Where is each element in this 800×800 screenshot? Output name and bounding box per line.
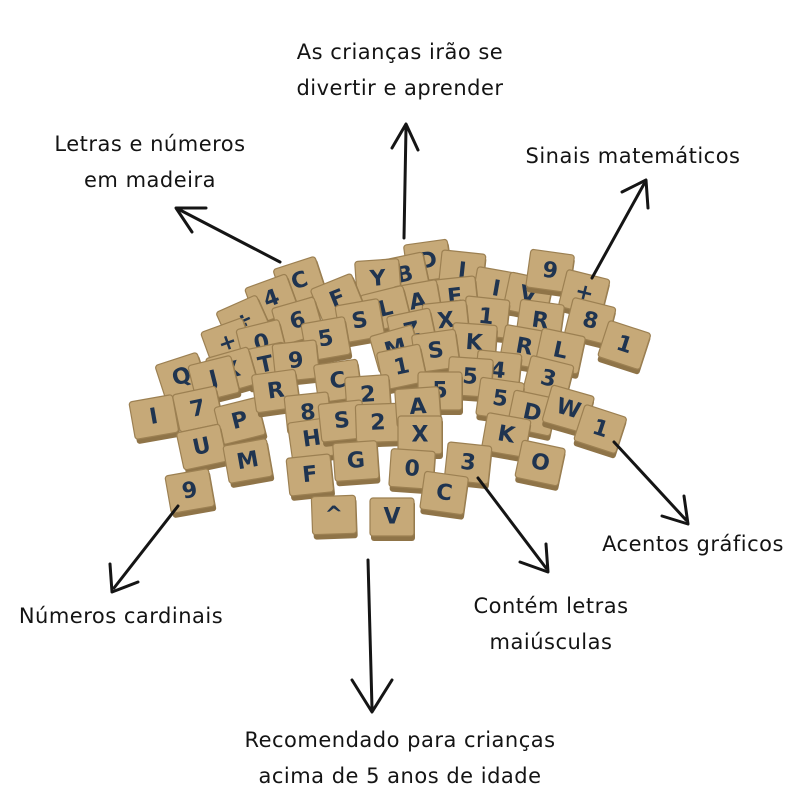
- tile-glyph: 0: [404, 456, 421, 482]
- letter-tile: V: [369, 497, 415, 541]
- label-top: As crianças irão se divertir e aprender: [255, 34, 545, 106]
- arrow-bottom-center: [350, 558, 394, 714]
- tile-glyph: 2: [370, 410, 386, 436]
- tile-glyph: 1: [589, 415, 611, 444]
- label-bottom-center-line-2: acima de 5 anos de idade: [258, 764, 542, 788]
- tile-glyph: 7: [188, 395, 208, 423]
- tile-glyph: K: [465, 330, 485, 356]
- tile-glyph: 9: [287, 348, 305, 374]
- label-right-line-1: Acentos gráficos: [602, 532, 784, 556]
- label-top-right-line-1: Sinais matemáticos: [525, 144, 741, 168]
- label-bottom-mid-right-line-1: Contém letras: [473, 594, 629, 618]
- tile-glyph: I: [457, 258, 468, 284]
- letter-tile: ^: [310, 494, 358, 540]
- arrow-top-left: [174, 206, 282, 264]
- letter-tile: F: [285, 453, 335, 501]
- tile-glyph: C: [434, 480, 453, 507]
- tile-glyph: O: [528, 449, 551, 477]
- label-right: Acentos gráficos: [588, 526, 798, 562]
- tile-glyph: F: [301, 462, 319, 488]
- tile-glyph: 5: [462, 364, 479, 390]
- tile-glyph: 9: [541, 258, 560, 285]
- label-bottom-mid-right-line-2: maiúsculas: [489, 630, 613, 654]
- label-top-left: Letras e números em madeira: [40, 126, 260, 198]
- label-bottom-left: Números cardinais: [6, 598, 236, 634]
- arrow-bottom-mid-right: [476, 476, 550, 574]
- letter-tile: P: [213, 397, 268, 449]
- label-top-left-line-1: Letras e números: [54, 132, 246, 156]
- label-top-line-2: divertir e aprender: [296, 76, 504, 100]
- label-top-line-1: As crianças irão se: [296, 40, 504, 64]
- tile-glyph: X: [436, 308, 456, 335]
- letter-tile: G: [332, 440, 381, 487]
- tile-glyph: 1: [613, 331, 635, 360]
- letter-tile: K: [481, 412, 532, 463]
- tile-glyph: 5: [316, 325, 335, 352]
- letter-tile: 1: [597, 320, 651, 375]
- tile-glyph: S: [426, 338, 445, 365]
- letter-tile: O: [514, 439, 566, 491]
- tile-glyph: A: [409, 394, 428, 420]
- letter-tile: I: [128, 394, 181, 444]
- tile-glyph: T: [256, 351, 276, 379]
- arrow-top: [390, 122, 420, 240]
- label-bottom-left-line-1: Números cardinais: [18, 604, 224, 628]
- tile-glyph: P: [229, 407, 251, 435]
- letter-tile: M: [222, 438, 275, 488]
- label-bottom-mid-right: Contém letras maiúsculas: [446, 588, 656, 660]
- tile-glyph: G: [346, 448, 366, 474]
- label-bottom-center: Recomendado para crianças acima de 5 ano…: [220, 722, 580, 794]
- tile-glyph: M: [235, 447, 261, 475]
- letter-tile: X: [397, 415, 443, 459]
- tile-glyph: 9: [180, 477, 199, 504]
- letter-tile: 2: [354, 402, 402, 448]
- tile-glyph: C: [328, 368, 347, 395]
- tile-glyph: L: [551, 337, 570, 364]
- tile-glyph: V: [383, 505, 400, 530]
- tile-glyph: K: [496, 421, 518, 449]
- tile-glyph: R: [266, 377, 286, 404]
- tile-glyph: 1: [392, 353, 412, 381]
- label-top-left-line-2: em madeira: [84, 168, 216, 192]
- tile-glyph: C: [288, 267, 311, 296]
- letter-tile: C: [419, 470, 469, 520]
- arrow-top-right: [590, 178, 650, 280]
- tile-glyph: Y: [368, 266, 388, 292]
- tile-glyph: 8: [580, 307, 601, 335]
- tile-glyph: 2: [359, 382, 376, 408]
- arrow-bottom-left: [108, 504, 180, 594]
- tile-glyph: ^: [324, 502, 343, 528]
- tile-glyph: R: [530, 307, 550, 334]
- tile-glyph: X: [412, 423, 429, 448]
- label-bottom-center-line-1: Recomendado para crianças: [244, 728, 556, 752]
- tile-glyph: U: [190, 433, 213, 461]
- arrow-right: [612, 440, 690, 526]
- tile-glyph: H: [301, 425, 323, 452]
- tile-glyph: 5: [491, 386, 510, 413]
- tile-glyph: 3: [459, 450, 477, 476]
- letter-tile: U: [176, 423, 229, 475]
- tile-glyph: 1: [477, 304, 495, 330]
- tile-glyph: S: [333, 408, 351, 435]
- tile-glyph: S: [350, 307, 370, 334]
- letter-tile: 7: [172, 385, 225, 437]
- label-top-right: Sinais matemáticos: [508, 138, 758, 174]
